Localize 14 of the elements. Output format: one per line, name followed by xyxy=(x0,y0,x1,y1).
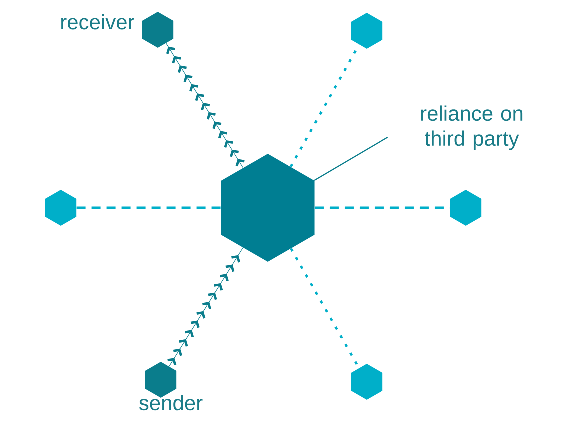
hexagon xyxy=(351,364,383,400)
hexagon xyxy=(450,190,482,226)
leader-line xyxy=(314,136,388,182)
node-caption: sender xyxy=(139,395,203,411)
dotted-line xyxy=(290,44,360,168)
node-caption: receiver xyxy=(62,14,134,30)
chevron-arrow xyxy=(168,248,244,367)
hexagon xyxy=(351,13,383,49)
callout-label: reliance on third party xyxy=(421,106,523,150)
chevron-arrow xyxy=(166,43,245,168)
dashed-line xyxy=(76,206,222,210)
hub-hexagon xyxy=(221,154,315,262)
hexagon xyxy=(45,190,77,226)
hexagon xyxy=(142,12,174,48)
